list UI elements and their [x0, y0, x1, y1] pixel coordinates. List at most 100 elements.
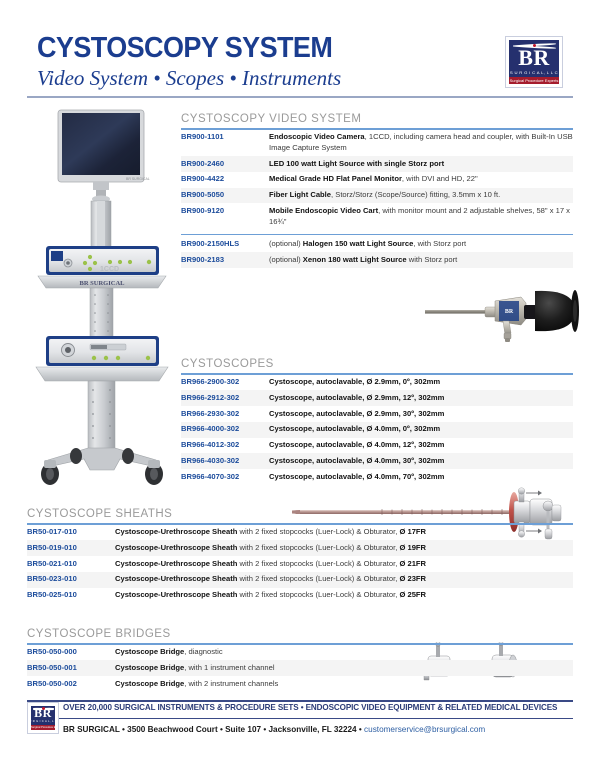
product-sku: BR966-4000-302	[181, 421, 269, 438]
table-row: BR900-2150HLS (optional) Halogen 150 watt…	[181, 236, 573, 252]
footer-sep-1: •	[119, 725, 128, 734]
product-sku: BR50-019-010	[27, 540, 115, 557]
product-image-sheath	[290, 487, 580, 545]
product-name: Cystoscope, autoclavable, Ø 4.0mm, 70º, …	[269, 471, 445, 481]
product-sku: BR900-2150HLS	[181, 238, 240, 248]
product-size: Ø 19FR	[399, 542, 427, 552]
product-description: Cystoscope, autoclavable, Ø 4.0mm, 30º, …	[269, 453, 573, 470]
product-detail: , with 2 instrument channels	[184, 678, 279, 688]
svg-text:BR SURGICAL: BR SURGICAL	[80, 280, 126, 287]
section-divider	[27, 643, 573, 645]
page-footer: OVER 20,000 SURGICAL INSTRUMENTS & PROCE…	[0, 698, 600, 758]
logo-tagline: Surgical Procedure Experts	[31, 725, 59, 730]
table-row: BR966-4012-302 Cystoscope, autoclavable, …	[181, 438, 573, 454]
table-row: BR966-2900-302 Cystoscope, autoclavable, …	[181, 375, 573, 391]
section-title: CYSTOSCOPE SHEATHS	[27, 508, 173, 520]
product-name: Cystoscope-Urethroscope Sheath	[115, 542, 238, 552]
product-name: Cystoscope, autoclavable, Ø 4.0mm, 30º, …	[269, 455, 445, 465]
section-divider	[181, 373, 573, 375]
product-name: Cystoscope-Urethroscope Sheath	[115, 527, 238, 536]
product-image-video-cart: BR SURGICAL 1CCD BR SURGI	[28, 108, 176, 488]
product-description: Cystoscope, autoclavable, Ø 2.9mm, 0º, 3…	[269, 375, 573, 391]
optional-product-rows: BR900-2150HLS (optional) Halogen 150 watt…	[181, 236, 573, 268]
logo-initials: BR	[518, 45, 550, 71]
footer-company: BR SURGICAL	[63, 725, 120, 734]
product-description: Cystoscope, autoclavable, Ø 4.0mm, 0º, 3…	[269, 421, 573, 438]
product-name: Mobile Endoscopic Video Cart	[269, 205, 379, 215]
header-divider	[27, 96, 573, 98]
logo-tagline: Surgical Procedure Experts	[509, 77, 559, 84]
product-name: Fiber Light Cable	[269, 190, 332, 200]
product-name: Cystoscope-Urethroscope Sheath	[115, 590, 238, 600]
product-name: Xenon 180 watt Light Source	[302, 254, 407, 264]
product-detail: , with DVI and HD, 22"	[401, 174, 478, 184]
swoosh-icon	[32, 706, 54, 711]
product-name: Cystoscope, autoclavable, Ø 4.0mm, 12º, …	[269, 440, 445, 450]
product-sku: BR50-021-010	[27, 558, 77, 568]
product-size: Ø 23FR	[399, 574, 427, 584]
page-header: CYSTOSCOPY SYSTEM Video System • Scopes …	[0, 0, 600, 98]
product-name: Cystoscope-Urethroscope Sheath	[115, 558, 238, 568]
footer-address-line: BR SURGICAL • 3500 Beachwood Court • Sui…	[63, 725, 485, 734]
br-surgical-logo-footer: BR S U R G I C A L, L L C Surgical Proce…	[27, 702, 59, 734]
optional-prefix: (optional)	[269, 238, 303, 248]
product-name: Endoscopic Video Camera	[269, 132, 365, 141]
table-row: BR50-021-010 Cystoscope-Urethroscope Shea…	[27, 556, 573, 572]
section-title: CYSTOSCOPY VIDEO SYSTEM	[181, 113, 362, 125]
product-name: Cystoscope, autoclavable, Ø 4.0mm, 0º, 3…	[269, 424, 441, 434]
product-description: Cystoscope, autoclavable, Ø 4.0mm, 12º, …	[269, 438, 573, 454]
product-description: Medical Grade HD Flat Panel Monitor, wit…	[269, 172, 573, 188]
section-divider	[27, 523, 573, 525]
product-detail: with 2 fixed stopcocks (Luer-Lock) & Obt…	[237, 527, 400, 536]
product-description: Cystoscope-Urethroscope Sheath with 2 fi…	[115, 588, 573, 604]
footer-email-link[interactable]: customerservice@brsurgical.com	[364, 725, 486, 734]
footer-sep-2: •	[356, 725, 365, 734]
footer-tagline: OVER 20,000 SURGICAL INSTRUMENTS & PROCE…	[63, 703, 558, 712]
svg-text:BR: BR	[505, 309, 514, 315]
product-sku: BR966-2900-302	[181, 377, 240, 386]
product-description: Cystoscope, autoclavable, Ø 2.9mm, 30º, …	[269, 406, 573, 422]
product-name: Halogen 150 watt Light Source	[302, 238, 414, 248]
product-detail: with 2 fixed stopcocks (Luer-Lock) & Obt…	[237, 590, 400, 600]
product-description: Cystoscope-Urethroscope Sheath with 2 fi…	[115, 525, 573, 541]
optional-product-table: BR900-2150HLS (optional) Halogen 150 watt…	[181, 236, 573, 268]
footer-divider-top	[27, 700, 573, 702]
product-description: Endoscopic Video Camera, 1CCD, including…	[269, 130, 573, 157]
table-row: BR50-025-010 Cystoscope-Urethroscope Shea…	[27, 588, 573, 604]
optional-prefix: (optional)	[269, 254, 303, 264]
product-sku: BR900-4422	[181, 174, 225, 184]
br-surgical-logo: BR S U R G I C A L, L L C Surgical Proce…	[505, 36, 563, 88]
logo-company: S U R G I C A L, L L C	[509, 70, 559, 75]
product-description: Cystoscope Bridge, diagnostic	[115, 645, 573, 661]
product-detail: , 1CCD, including camera head and couple…	[269, 132, 573, 152]
footer-address: 3500 Beachwood Court • Suite 107 • Jacks…	[127, 725, 357, 734]
page-subtitle: Video System • Scopes • Instruments	[37, 66, 342, 90]
product-sku: BR966-4012-302	[181, 440, 240, 450]
product-name: Cystoscope, autoclavable, Ø 2.9mm, 30º, …	[269, 408, 445, 418]
swoosh-icon	[512, 42, 556, 50]
product-detail: , with Storz port	[413, 238, 467, 248]
product-size: Ø 17FR	[399, 527, 427, 536]
product-sku: BR966-4070-302	[181, 471, 240, 481]
product-description: Cystoscope-Urethroscope Sheath with 2 fi…	[115, 540, 573, 557]
product-description: Cystoscope, autoclavable, Ø 2.9mm, 12º, …	[269, 390, 573, 407]
product-sku: BR50-025-010	[27, 590, 77, 600]
product-name: Cystoscope-Urethroscope Sheath	[115, 574, 238, 584]
product-detail: , with 1 instrument channel	[184, 662, 275, 672]
product-size: Ø 21FR	[399, 558, 427, 568]
product-name: Cystoscope Bridge	[115, 647, 185, 656]
product-description: Cystoscope Bridge, with 1 instrument cha…	[115, 660, 573, 677]
